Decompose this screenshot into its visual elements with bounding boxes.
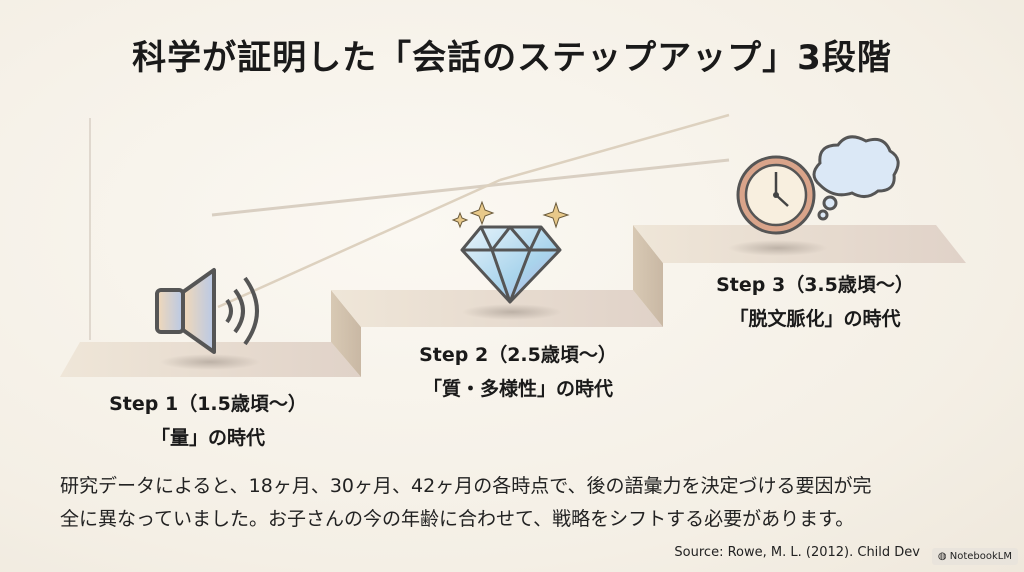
step-2-heading: Step 2（2.5歳頃〜） bbox=[419, 344, 617, 366]
paragraph-line-1: 研究データによると、18ヶ月、30ヶ月、42ヶ月の各時点で、後の語彙力を決定づけ… bbox=[60, 475, 872, 497]
step-3-heading: Step 3（3.5歳頃〜） bbox=[716, 274, 914, 296]
decor-line bbox=[217, 178, 501, 309]
step-3-riser bbox=[633, 225, 663, 327]
sparkle-icon bbox=[451, 200, 570, 229]
notebooklm-watermark: ◍ NotebookLM bbox=[931, 548, 1018, 565]
watermark-text: NotebookLM bbox=[949, 551, 1012, 562]
step-1-heading: Step 1（1.5歳頃〜） bbox=[109, 393, 307, 415]
decor-line bbox=[499, 113, 730, 182]
step-1-label: Step 1（1.5歳頃〜） 「量」の時代 bbox=[58, 387, 358, 455]
description-paragraph: 研究データによると、18ヶ月、30ヶ月、42ヶ月の各時点で、後の語彙力を決定づけ… bbox=[60, 470, 871, 536]
step-1-subtitle: 「量」の時代 bbox=[150, 427, 265, 449]
step-2-label: Step 2（2.5歳頃〜） 「質・多様性」の時代 bbox=[368, 338, 668, 406]
clock-icon bbox=[736, 155, 816, 235]
step-2-subtitle: 「質・多様性」の時代 bbox=[422, 378, 613, 400]
thought-cloud-icon bbox=[812, 135, 900, 221]
decor-line bbox=[211, 158, 730, 217]
slide-title: 科学が証明した「会話のステップアップ」3段階 bbox=[132, 38, 892, 78]
notebooklm-logo-icon: ◍ bbox=[937, 551, 950, 562]
diamond-icon bbox=[460, 225, 562, 304]
speaker-icon bbox=[155, 268, 259, 354]
source-citation: Source: Rowe, M. L. (2012). Child Dev bbox=[674, 545, 920, 560]
step-2-riser bbox=[331, 290, 361, 377]
paragraph-line-2: 全に異なっていました。お子さんの今の年齢に合わせて、戦略をシフトする必要がありま… bbox=[60, 508, 855, 530]
step-3-subtitle: 「脱文脈化」の時代 bbox=[729, 308, 901, 330]
step-3-label: Step 3（3.5歳頃〜） 「脱文脈化」の時代 bbox=[665, 268, 965, 336]
